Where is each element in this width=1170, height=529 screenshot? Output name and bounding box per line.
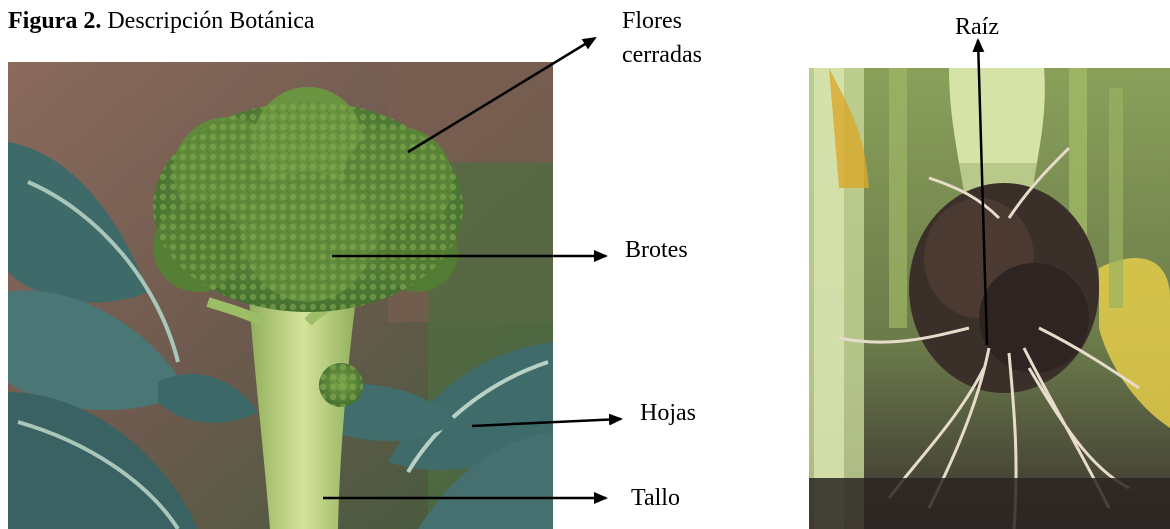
label-flores-line1: Flores — [622, 6, 682, 36]
root-soil — [909, 183, 1099, 393]
label-raiz: Raíz — [955, 12, 999, 42]
root-illustration — [809, 68, 1170, 529]
label-tallo: Tallo — [631, 483, 680, 513]
label-flores-line2: cerradas — [622, 40, 702, 70]
root-stem — [949, 68, 1045, 163]
label-hojas: Hojas — [640, 398, 696, 428]
broccoli-photo — [8, 62, 553, 529]
root-photo — [809, 68, 1170, 529]
figure-caption: Figura 2. Descripción Botánica — [8, 6, 315, 36]
broccoli-illustration — [8, 62, 553, 529]
figure-caption-text: Descripción Botánica — [101, 8, 314, 34]
label-brotes: Brotes — [625, 235, 688, 265]
figure-caption-prefix: Figura 2. — [8, 8, 101, 34]
